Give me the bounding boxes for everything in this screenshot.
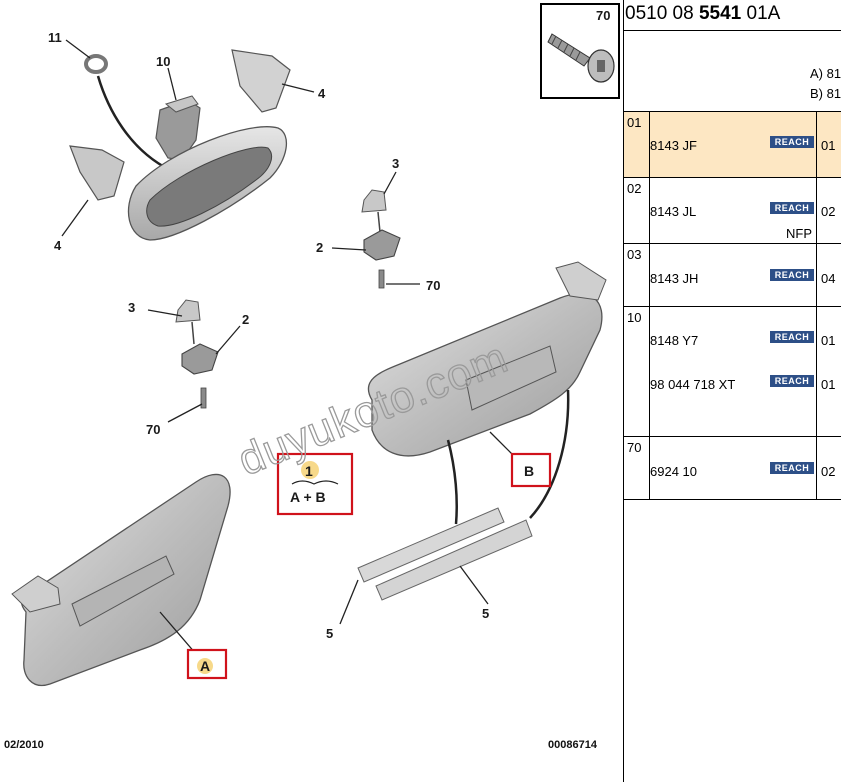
row-cell bbox=[649, 112, 817, 178]
reach-badge: REACH bbox=[770, 331, 814, 343]
quantity: 01 bbox=[821, 377, 836, 392]
callout-3-upper: 3 bbox=[392, 156, 399, 171]
screw-icon bbox=[547, 33, 615, 83]
parts-diagram: 11 10 4 4 3 2 70 3 2 70 5 5 1 A + B A B … bbox=[4, 3, 620, 751]
exploded-view: 11 10 4 4 3 2 70 3 2 70 5 5 1 A + B A B … bbox=[4, 3, 620, 751]
part-ref[interactable]: 6924 10 bbox=[650, 464, 697, 479]
quantity: 01 bbox=[821, 138, 836, 153]
callout-2-lower: 2 bbox=[242, 312, 249, 327]
ring-seal-11 bbox=[84, 54, 108, 74]
label-a-box: A bbox=[186, 648, 228, 680]
sun-visor-b bbox=[367, 261, 607, 457]
row-code: 01 bbox=[627, 115, 642, 130]
screw-70-lower bbox=[200, 387, 207, 409]
mirror-cover-4-right bbox=[231, 49, 291, 113]
reach-badge: REACH bbox=[770, 375, 814, 387]
part-ref[interactable]: 8148 Y7 bbox=[650, 333, 699, 348]
callout-70-lower: 70 bbox=[146, 422, 160, 437]
legend-b: B) 81 bbox=[810, 86, 841, 101]
reach-badge: REACH bbox=[770, 136, 814, 148]
thumbnail-label: 70 bbox=[596, 8, 610, 23]
reach-badge: REACH bbox=[770, 202, 814, 214]
part-ref[interactable]: 8143 JH bbox=[650, 271, 699, 286]
variant-legend bbox=[624, 30, 841, 111]
row-code: 02 bbox=[627, 181, 642, 196]
callout-4-right: 4 bbox=[318, 86, 326, 101]
group-box-1: 1 A + B bbox=[276, 452, 354, 516]
row-cell bbox=[649, 437, 817, 500]
label-b-box: B bbox=[510, 452, 552, 488]
part-ref[interactable]: 8143 JL bbox=[650, 204, 697, 219]
visor-clip-2-upper bbox=[363, 229, 401, 261]
table-row[interactable]: 02 8143 JL REACH 02 NFP bbox=[624, 177, 841, 244]
legend-a: A) 81 bbox=[810, 66, 841, 81]
row-cell bbox=[649, 178, 817, 244]
callout-11: 11 bbox=[48, 30, 62, 45]
part-ref[interactable]: 98 044 718 XT bbox=[650, 377, 736, 392]
quantity: 02 bbox=[821, 204, 836, 219]
visor-hook-3-upper bbox=[361, 189, 387, 213]
label-strip-5-upper bbox=[357, 507, 505, 583]
ref-prefix: 0510 08 bbox=[625, 3, 699, 24]
reach-badge: REACH bbox=[770, 269, 814, 281]
screw-70-upper bbox=[378, 269, 385, 289]
nfp-note: NFP bbox=[786, 226, 812, 241]
table-row[interactable]: 03 8143 JH REACH 04 bbox=[624, 243, 841, 307]
callout-5-right: 5 bbox=[482, 606, 489, 621]
rear-view-mirror bbox=[127, 126, 288, 241]
row-cell bbox=[649, 244, 817, 307]
label-b: B bbox=[524, 463, 534, 479]
row-code: 70 bbox=[627, 440, 642, 455]
reference-number: 0510 08 5541 01A bbox=[625, 3, 780, 25]
sun-visor-a bbox=[11, 473, 231, 686]
callout-70-upper: 70 bbox=[426, 278, 440, 293]
row-code: 10 bbox=[627, 310, 642, 325]
visor-clip-2-lower bbox=[181, 343, 219, 375]
doc-code: 00086714 bbox=[548, 739, 598, 751]
ref-bold: 5541 bbox=[698, 3, 742, 24]
callout-2-upper: 2 bbox=[316, 240, 323, 255]
part-ref[interactable]: 8143 JF bbox=[650, 138, 697, 153]
label-strip-5-lower bbox=[375, 519, 533, 601]
reach-badge: REACH bbox=[770, 462, 814, 474]
group-box-number: 1 bbox=[305, 463, 313, 479]
callout-5-left: 5 bbox=[326, 626, 333, 641]
quantity: 01 bbox=[821, 333, 836, 348]
callout-10: 10 bbox=[156, 54, 170, 69]
ref-suffix: 01A bbox=[741, 3, 781, 24]
table-bottom-border bbox=[624, 499, 841, 500]
row-cell bbox=[649, 307, 817, 437]
date-code: 02/2010 bbox=[4, 739, 44, 751]
label-a: A bbox=[200, 658, 210, 674]
group-box-text: A + B bbox=[290, 489, 326, 505]
callout-3-lower: 3 bbox=[128, 300, 135, 315]
row-code: 03 bbox=[627, 247, 642, 262]
callout-4-left: 4 bbox=[54, 238, 62, 253]
screw-thumbnail: 70 bbox=[540, 3, 620, 99]
mirror-cover-4-left bbox=[69, 145, 125, 201]
quantity: 04 bbox=[821, 271, 836, 286]
table-row[interactable]: 01 8143 JF REACH 01 bbox=[624, 111, 841, 178]
table-row[interactable]: 10 8148 Y7 REACH 01 98 044 718 XT REACH … bbox=[624, 306, 841, 437]
table-row[interactable]: 70 6924 10 REACH 02 bbox=[624, 436, 841, 500]
visor-hook-3-lower bbox=[175, 299, 201, 323]
quantity: 02 bbox=[821, 464, 836, 479]
